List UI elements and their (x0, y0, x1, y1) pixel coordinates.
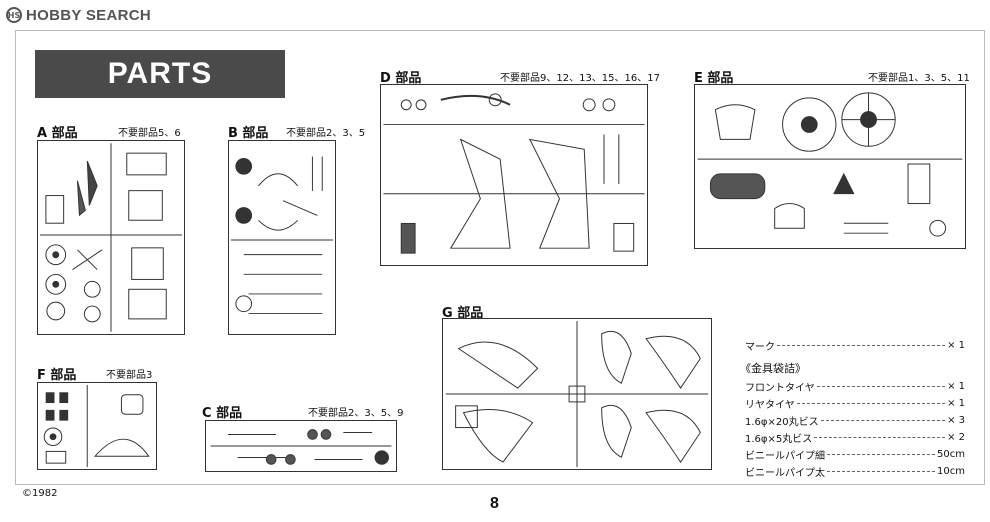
copyright: ©1982 (22, 488, 58, 499)
leader-dots (777, 344, 946, 346)
section-e-note: 不要部品1、3、5、11 (868, 73, 970, 84)
parts-list-row-mark: マーク × 1 (745, 337, 965, 353)
section-d-note: 不要部品9、12、13、15、16、17 (500, 73, 660, 84)
parts-list-row: ビニールパイプ細 50cm (745, 446, 965, 462)
parts-list-qty: × 1 (947, 397, 965, 409)
leader-dots (820, 419, 946, 421)
sprue-a-diagram (37, 140, 185, 335)
sprue-c-diagram (205, 420, 397, 472)
sprue-g-diagram (442, 318, 712, 470)
hobby-search-logo-icon: HS (6, 7, 22, 23)
sprue-d-drawing (383, 93, 645, 254)
sprue-f-drawing (43, 384, 150, 468)
parts-list-label: フロントタイヤ (745, 382, 815, 394)
parts-list-qty: × 1 (947, 380, 965, 392)
parts-list-qty: × 3 (947, 414, 965, 426)
sprue-b-diagram (228, 140, 336, 335)
hobby-search-watermark: HS HOBBY SEARCH (6, 4, 166, 26)
parts-banner-title: PARTS (107, 57, 213, 90)
parts-list-label: リヤタイヤ (745, 399, 795, 411)
parts-list-row: 1.6φ×5丸ビス × 2 (745, 429, 965, 445)
parts-list-qty: 10cm (937, 465, 965, 477)
parts-list-row: リヤタイヤ × 1 (745, 395, 965, 411)
parts-list-qty: × 2 (947, 431, 965, 443)
section-f-title: F 部品 (37, 368, 77, 383)
sprue-b-drawing (230, 156, 334, 315)
parts-banner: PARTS (35, 50, 285, 98)
sprue-a-drawing (39, 143, 183, 332)
section-c-title: C 部品 (202, 406, 243, 421)
sprue-e-diagram (694, 84, 966, 249)
sprue-g-drawing (445, 320, 709, 468)
parts-list-label: ビニールパイプ太 (745, 467, 825, 479)
leader-dots (827, 470, 936, 472)
parts-list-qty: 50cm (937, 448, 965, 460)
section-b-title: B 部品 (228, 126, 269, 141)
section-e-title: E 部品 (694, 71, 734, 86)
sprue-f-diagram (37, 382, 157, 470)
section-f-note: 不要部品3 (106, 370, 153, 381)
parts-list-label: マーク (745, 341, 775, 353)
sprue-e-drawing (697, 92, 963, 237)
section-d-title: D 部品 (380, 71, 422, 86)
sprue-d-diagram (380, 84, 648, 266)
parts-list-row: ビニールパイプ太 10cm (745, 463, 965, 479)
parts-list-row: 1.6φ×20丸ビス × 3 (745, 412, 965, 428)
parts-list-row: フロントタイヤ × 1 (745, 378, 965, 394)
leader-dots (816, 385, 946, 387)
hardware-bag-heading: 《金具袋詰》 (740, 362, 806, 375)
parts-list-qty: × 1 (947, 339, 965, 351)
leader-dots (827, 453, 936, 455)
section-g-title: G 部品 (442, 306, 484, 321)
sprue-c-drawing (210, 429, 392, 465)
watermark-text: HOBBY SEARCH (26, 6, 152, 24)
section-a-note: 不要部品5、6 (118, 128, 181, 139)
section-a-title: A 部品 (37, 126, 78, 141)
leader-dots (796, 402, 946, 404)
section-b-note: 不要部品2、3、5 (286, 128, 366, 139)
leader-dots (814, 436, 946, 438)
parts-list-label: 1.6φ×5丸ビス (745, 433, 813, 445)
parts-list-label: 1.6φ×20丸ビス (745, 416, 819, 428)
page-number: 8 (490, 495, 499, 512)
page-frame (15, 30, 985, 485)
section-c-note: 不要部品2、3、5、9 (308, 408, 404, 419)
parts-list-label: ビニールパイプ細 (745, 450, 825, 462)
